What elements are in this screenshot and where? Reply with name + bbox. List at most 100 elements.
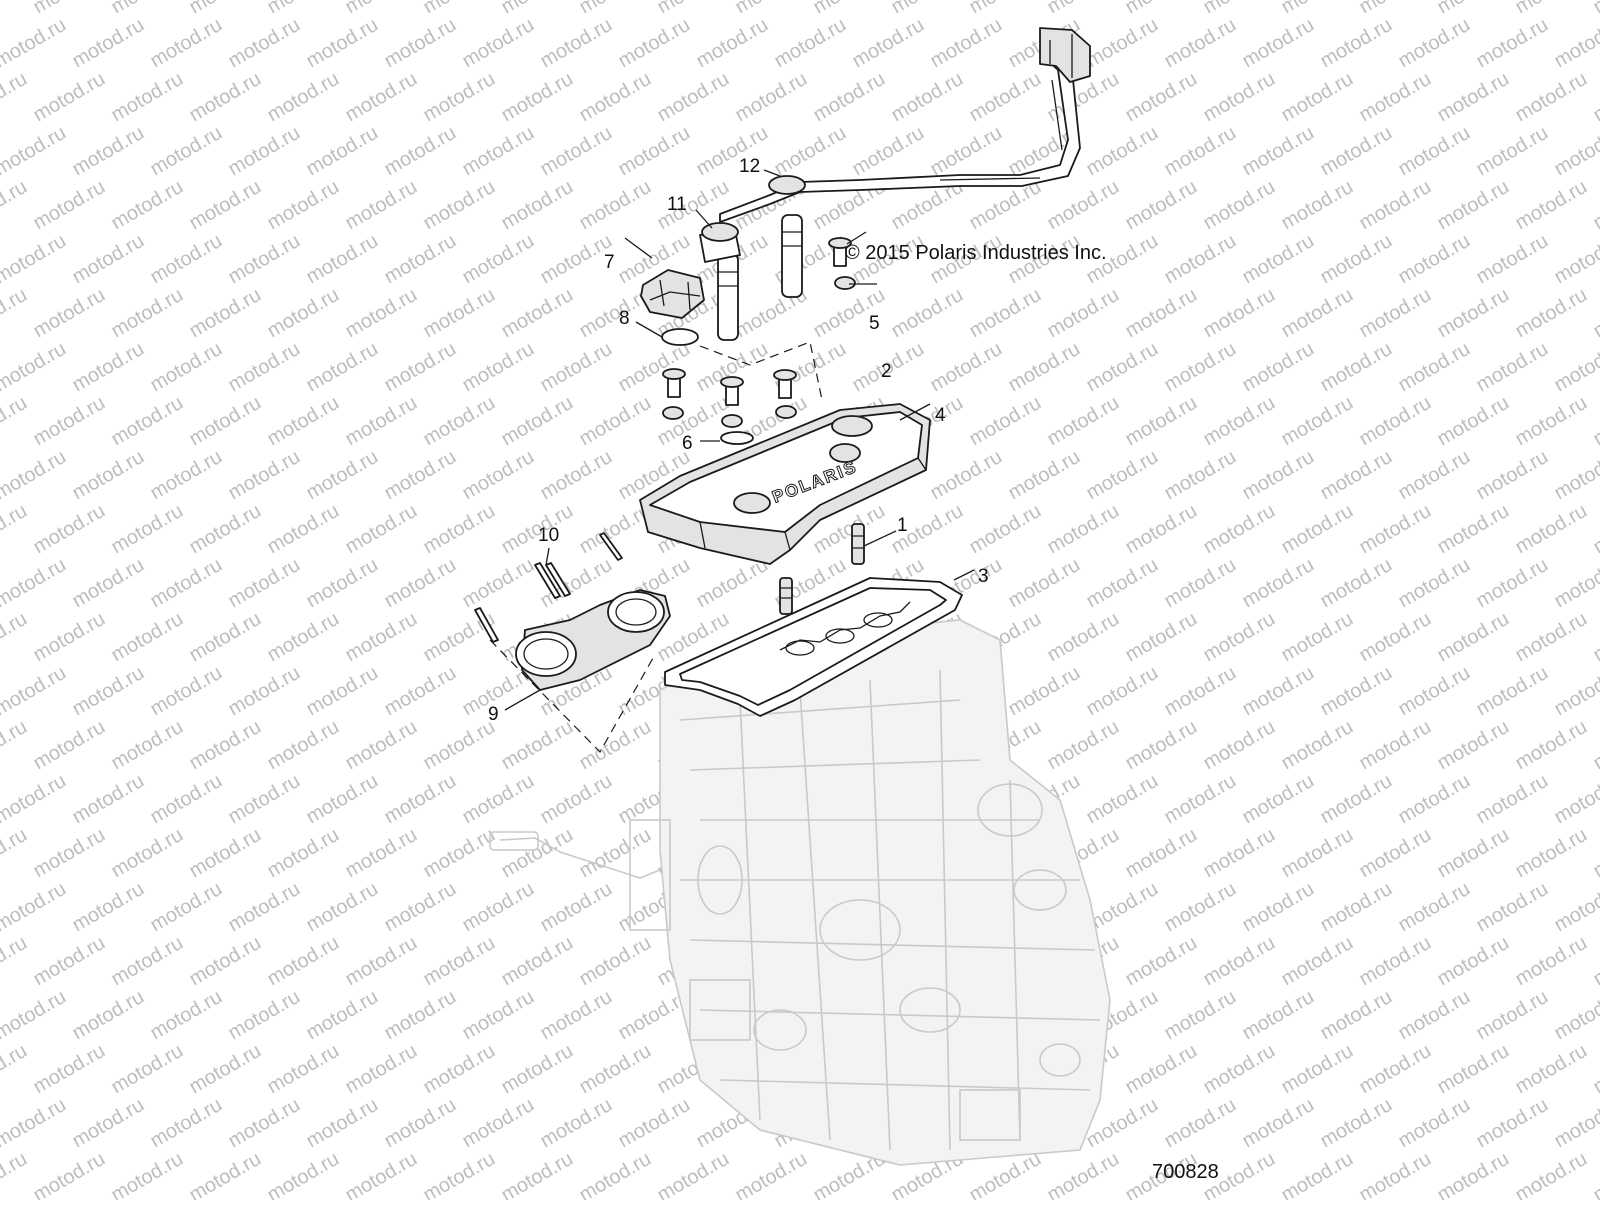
callout-9: 9 bbox=[488, 704, 499, 725]
watermark-text: motod.ru bbox=[1512, 284, 1591, 343]
callout-1: 1 bbox=[897, 515, 908, 536]
watermark-text: motod.ru bbox=[342, 68, 421, 127]
watermark-text: motod.ru bbox=[1395, 122, 1474, 181]
watermark-text: motod.ru bbox=[498, 1148, 577, 1200]
watermark-text: motod.ru bbox=[0, 1040, 31, 1099]
watermark-text: motod.ru bbox=[966, 284, 1045, 343]
watermark-text: motod.ru bbox=[30, 716, 109, 775]
watermark-text: motod.ru bbox=[420, 176, 499, 235]
watermark-text: motod.ru bbox=[1239, 554, 1318, 613]
watermark-text: motod.ru bbox=[420, 932, 499, 991]
watermark-text: motod.ru bbox=[537, 1094, 616, 1153]
watermark-text: motod.ru bbox=[147, 554, 226, 613]
watermark-text: motod.ru bbox=[0, 0, 31, 18]
watermark-text: motod.ru bbox=[0, 122, 70, 181]
watermark-text: motod.ru bbox=[1161, 1094, 1240, 1153]
watermark-text: motod.ru bbox=[1083, 770, 1162, 829]
watermark-text: motod.ru bbox=[771, 14, 850, 73]
watermark-text: motod.ru bbox=[1434, 716, 1513, 775]
watermark-text: motod.ru bbox=[1122, 716, 1201, 775]
watermark-text: motod.ru bbox=[225, 662, 304, 721]
watermark-text: motod.ru bbox=[1473, 662, 1552, 721]
watermark-text: motod.ru bbox=[1239, 230, 1318, 289]
watermark-text: motod.ru bbox=[1473, 122, 1552, 181]
watermark-text: motod.ru bbox=[459, 1094, 538, 1153]
watermark-text: motod.ru bbox=[576, 824, 655, 883]
watermark-text: motod.ru bbox=[537, 122, 616, 181]
watermark-text: motod.ru bbox=[1590, 0, 1600, 18]
watermark-text: motod.ru bbox=[1395, 878, 1474, 937]
watermark-text: motod.ru bbox=[1200, 716, 1279, 775]
watermark-text: motod.ru bbox=[264, 608, 343, 667]
watermark-text: motod.ru bbox=[1317, 338, 1396, 397]
watermark-text: motod.ru bbox=[1512, 500, 1591, 559]
watermark-text: motod.ru bbox=[1590, 500, 1600, 559]
watermark-text: motod.ru bbox=[30, 284, 109, 343]
watermark-text: motod.ru bbox=[381, 14, 460, 73]
watermark-text: motod.ru bbox=[1083, 122, 1162, 181]
watermark-text: motod.ru bbox=[1161, 446, 1240, 505]
watermark-text: motod.ru bbox=[459, 446, 538, 505]
watermark-text: motod.ru bbox=[537, 338, 616, 397]
watermark-text: motod.ru bbox=[615, 1094, 694, 1153]
watermark-text: motod.ru bbox=[108, 68, 187, 127]
watermark-text: motod.ru bbox=[1551, 14, 1600, 73]
watermark-text: motod.ru bbox=[303, 446, 382, 505]
watermark-text: motod.ru bbox=[1551, 1094, 1600, 1153]
watermark-text: motod.ru bbox=[459, 230, 538, 289]
watermark-text: motod.ru bbox=[1434, 1040, 1513, 1099]
watermark-text: motod.ru bbox=[1005, 554, 1084, 613]
watermark-text: motod.ru bbox=[1044, 284, 1123, 343]
watermark-text: motod.ru bbox=[1200, 0, 1279, 18]
watermark-text: motod.ru bbox=[30, 500, 109, 559]
watermark-text: motod.ru bbox=[30, 608, 109, 667]
watermark-text: motod.ru bbox=[1356, 824, 1435, 883]
watermark-text: motod.ru bbox=[225, 554, 304, 613]
watermark-text: motod.ru bbox=[459, 122, 538, 181]
watermark-text: motod.ru bbox=[186, 1040, 265, 1099]
watermark-text: motod.ru bbox=[0, 284, 31, 343]
watermark-text: motod.ru bbox=[420, 0, 499, 18]
watermark-text: motod.ru bbox=[498, 716, 577, 775]
callout-5: 5 bbox=[869, 313, 880, 334]
watermark-text: motod.ru bbox=[342, 716, 421, 775]
watermark-text: motod.ru bbox=[30, 1040, 109, 1099]
watermark-text: motod.ru bbox=[654, 68, 733, 127]
watermark-text: motod.ru bbox=[225, 338, 304, 397]
watermark-text: motod.ru bbox=[264, 716, 343, 775]
watermark-text: motod.ru bbox=[1200, 1040, 1279, 1099]
watermark-text: motod.ru bbox=[927, 338, 1006, 397]
watermark-text: motod.ru bbox=[498, 0, 577, 18]
watermark-text: motod.ru bbox=[225, 446, 304, 505]
watermark-text: motod.ru bbox=[225, 878, 304, 937]
watermark-text: motod.ru bbox=[1590, 284, 1600, 343]
watermark-text: motod.ru bbox=[1551, 662, 1600, 721]
watermark-text: motod.ru bbox=[381, 770, 460, 829]
watermark-text: motod.ru bbox=[498, 932, 577, 991]
watermark-text: motod.ru bbox=[888, 284, 967, 343]
watermark-text: motod.ru bbox=[264, 176, 343, 235]
watermark-text: motod.ru bbox=[147, 662, 226, 721]
watermark-text: motod.ru bbox=[1122, 392, 1201, 451]
watermark-text: motod.ru bbox=[810, 0, 889, 18]
watermark-text: motod.ru bbox=[0, 716, 31, 775]
watermark-text: motod.ru bbox=[1590, 824, 1600, 883]
watermark-text: motod.ru bbox=[147, 986, 226, 1045]
watermark-text: motod.ru bbox=[225, 1094, 304, 1153]
watermark-text: motod.ru bbox=[1122, 500, 1201, 559]
callout-11: 11 bbox=[667, 194, 687, 215]
watermark-text: motod.ru bbox=[147, 338, 226, 397]
callout-3: 3 bbox=[978, 566, 989, 587]
watermark-text: motod.ru bbox=[30, 392, 109, 451]
watermark-text: motod.ru bbox=[1278, 716, 1357, 775]
watermark-text: motod.ru bbox=[576, 0, 655, 18]
watermark-text: motod.ru bbox=[303, 986, 382, 1045]
watermark-text: motod.ru bbox=[225, 986, 304, 1045]
watermark-text: motod.ru bbox=[1395, 14, 1474, 73]
watermark-text: motod.ru bbox=[1278, 0, 1357, 18]
watermark-text: motod.ru bbox=[186, 68, 265, 127]
o-ring-seal bbox=[662, 329, 698, 345]
watermark-text: motod.ru bbox=[1161, 338, 1240, 397]
watermark-text: motod.ru bbox=[1473, 554, 1552, 613]
watermark-text: motod.ru bbox=[108, 176, 187, 235]
